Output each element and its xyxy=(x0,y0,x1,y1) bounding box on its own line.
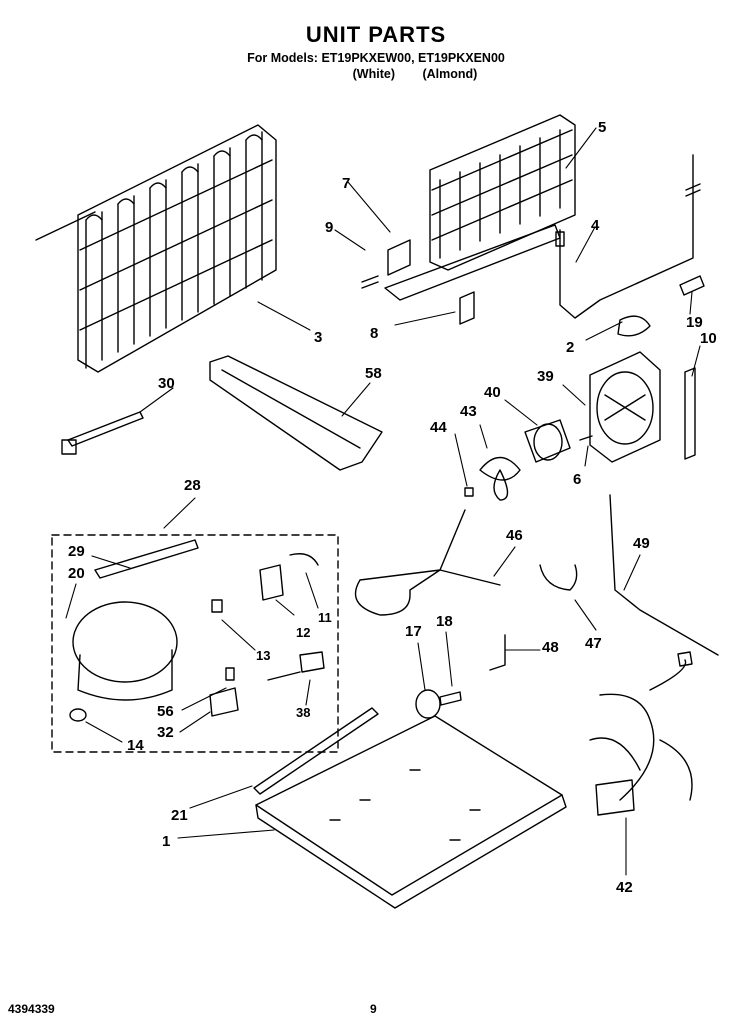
callout-21: 21 xyxy=(171,807,188,824)
callout-29: 29 xyxy=(68,543,85,560)
fan-shroud xyxy=(589,351,696,463)
roller-wheel xyxy=(415,689,462,719)
callout-8: 8 xyxy=(370,325,378,342)
condenser-coil xyxy=(35,124,277,373)
callout-2: 2 xyxy=(566,339,574,356)
callout-3: 3 xyxy=(314,329,322,346)
callout-56: 56 xyxy=(157,703,174,720)
callout-5: 5 xyxy=(598,119,606,136)
wiring-harness xyxy=(589,651,693,816)
callout-44: 44 xyxy=(430,419,447,436)
tie-strap xyxy=(61,411,144,455)
color-white: (White) xyxy=(352,67,395,81)
callout-9: 9 xyxy=(325,219,333,236)
color-almond: (Almond) xyxy=(422,67,478,81)
callout-6: 6 xyxy=(573,471,581,488)
callout-28: 28 xyxy=(184,477,201,494)
callout-18: 18 xyxy=(436,613,453,630)
callout-32: 32 xyxy=(157,724,174,741)
callout-46: 46 xyxy=(506,527,523,544)
evaporator-assembly xyxy=(361,114,576,325)
callout-1: 1 xyxy=(162,833,170,850)
thermostat-wire xyxy=(555,154,705,337)
callout-42: 42 xyxy=(616,879,633,896)
callout-40: 40 xyxy=(484,384,501,401)
callout-39: 39 xyxy=(537,368,554,385)
page-title: UNIT PARTS xyxy=(305,22,447,47)
leader-lines xyxy=(65,127,701,876)
tubing xyxy=(354,494,719,671)
fan-motor-assembly xyxy=(464,419,593,501)
callout-19: 19 xyxy=(686,314,703,331)
models-line: For Models: ET19PKXEW00, ET19PKXEN00 xyxy=(247,51,505,65)
callout-13: 13 xyxy=(256,648,270,663)
callout-58: 58 xyxy=(365,365,382,382)
document-number: 4394339 xyxy=(8,1002,55,1016)
callout-43: 43 xyxy=(460,403,477,420)
callout-14: 14 xyxy=(127,737,144,754)
model-colors: (White) (Almond) xyxy=(0,67,752,81)
callout-numbers: 7 9 5 4 3 8 19 2 10 30 58 39 40 43 44 6 … xyxy=(68,119,717,896)
callout-48: 48 xyxy=(542,639,559,656)
callout-38: 38 xyxy=(296,705,310,720)
callout-49: 49 xyxy=(633,535,650,552)
callout-12: 12 xyxy=(296,625,310,640)
callout-30: 30 xyxy=(158,375,175,392)
callout-11: 11 xyxy=(318,610,332,625)
callout-20: 20 xyxy=(68,565,85,582)
base-plate xyxy=(253,707,567,909)
page-number: 9 xyxy=(370,1002,377,1016)
compressor xyxy=(69,539,325,722)
callout-47: 47 xyxy=(585,635,602,652)
callout-4: 4 xyxy=(591,217,600,234)
callout-17: 17 xyxy=(405,623,422,640)
callout-7: 7 xyxy=(342,175,350,192)
callout-10: 10 xyxy=(700,330,717,347)
drain-pan xyxy=(209,355,383,471)
